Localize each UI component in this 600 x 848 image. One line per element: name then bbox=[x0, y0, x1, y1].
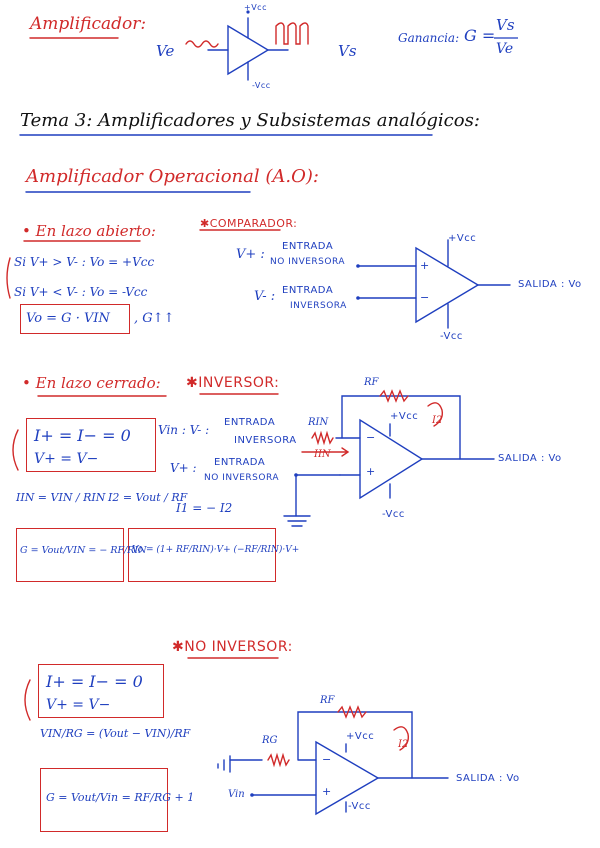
noninv-rf: RF bbox=[320, 695, 335, 706]
inv-eq-1: I+ = I− = 0 bbox=[34, 426, 131, 445]
comp-plus: + bbox=[420, 259, 430, 272]
i2-eq: I2 = Vout / RF bbox=[108, 491, 188, 504]
comp-minus: − bbox=[420, 291, 430, 304]
noninv-salida: SALIDA : Vo bbox=[456, 773, 520, 784]
ao-title: Amplificador Operacional (A.O): bbox=[26, 166, 319, 187]
noninverter-opamp bbox=[315, 740, 380, 816]
i1-eq: I1 = − I2 bbox=[176, 501, 233, 515]
header-vcc-neg: -Vcc bbox=[252, 81, 271, 90]
inv-iin: IIN bbox=[314, 449, 331, 460]
comp-vcc-pos: +Vcc bbox=[448, 233, 477, 244]
inv-g-formula: G = Vout/VIN = − RF/RIN bbox=[20, 545, 147, 556]
comparator-opamp bbox=[415, 246, 480, 324]
inv-minus: − bbox=[366, 431, 376, 444]
inv-eq-2: V+ = V− bbox=[34, 451, 99, 467]
inverter-gain-box bbox=[16, 528, 124, 582]
header-ve: Ve bbox=[156, 42, 175, 60]
comp-vminus-desc1: ENTRADA bbox=[282, 285, 334, 296]
inv-i2: I2 bbox=[432, 415, 443, 426]
noninv-gain-box bbox=[40, 768, 168, 832]
inv-rf: RF bbox=[364, 377, 379, 388]
lazo-cerrado-title: • En lazo cerrado: bbox=[22, 374, 161, 392]
inverter-eq-box bbox=[26, 418, 156, 472]
inv-rin: RIN bbox=[308, 417, 329, 428]
gain-num: Vs bbox=[496, 16, 515, 34]
noninv-i2: I2 bbox=[398, 739, 409, 750]
inverter-opamp bbox=[359, 418, 424, 500]
noninv-eq-box bbox=[38, 664, 164, 718]
comp-vcc-neg: -Vcc bbox=[440, 331, 463, 342]
open-loop-formula: Vo = G · VIN bbox=[26, 311, 110, 326]
inversor-title: ✱INVERSOR: bbox=[186, 375, 280, 391]
noninv-plus: + bbox=[322, 785, 332, 798]
gain-label: Ganancia: bbox=[398, 31, 460, 45]
noninv-vcc-pos: +Vcc bbox=[346, 731, 375, 742]
rf-resistor-inverter bbox=[379, 389, 409, 403]
gain-g: G = bbox=[464, 26, 496, 45]
noninv-ratio: VIN/RG = (Vout − VIN)/RF bbox=[40, 727, 191, 740]
comp-salida: SALIDA : Vo bbox=[518, 279, 582, 290]
inverter-vo-box bbox=[128, 528, 276, 582]
comp-vminus: V- : bbox=[254, 289, 276, 304]
rin-resistor bbox=[311, 430, 334, 446]
inv-vin-label: Vin : V- : bbox=[158, 423, 210, 437]
noninv-vcc-neg: -Vcc bbox=[348, 801, 371, 812]
inv-vin-desc1: ENTRADA bbox=[224, 417, 276, 428]
inv-vcc-neg: -Vcc bbox=[382, 509, 405, 520]
noninv-minus: − bbox=[322, 753, 332, 766]
inv-vplus-desc2: NO INVERSORA bbox=[204, 473, 280, 483]
lazo-abierto-title: • En lazo abierto: bbox=[22, 222, 156, 240]
noninv-eq-1: I+ = I− = 0 bbox=[46, 672, 143, 691]
header-vcc-pos: +Vcc bbox=[244, 3, 267, 12]
comp-vplus-desc1: ENTRADA bbox=[282, 241, 334, 252]
inv-vo-formula: Vo = (1+ RF/RIN)·V+ (−RF/RIN)·V+ bbox=[132, 545, 300, 555]
noninv-vin: Vin bbox=[228, 789, 245, 800]
iin-eq: IIN = VIN / RIN bbox=[16, 491, 106, 504]
rg-resistor bbox=[267, 752, 290, 768]
gain-den: Ve bbox=[496, 41, 514, 57]
no-inversor-title: ✱NO INVERSOR: bbox=[172, 639, 293, 655]
comp-vminus-desc2: INVERSORA bbox=[290, 301, 347, 311]
amplificador-title: Amplificador: bbox=[30, 14, 147, 34]
inv-vplus-desc1: ENTRADA bbox=[214, 457, 266, 468]
comp-vplus-desc2: NO INVERSORA bbox=[270, 257, 346, 267]
rf-resistor-noninv bbox=[337, 705, 367, 719]
inv-vplus-label: V+ : bbox=[170, 461, 197, 475]
inv-vcc-pos: +Vcc bbox=[390, 411, 419, 422]
inv-vin-desc2: INVERSORA bbox=[234, 435, 297, 446]
inv-plus: + bbox=[366, 465, 376, 478]
noninv-rg: RG bbox=[262, 735, 278, 746]
tema-title: Tema 3: Amplificadores y Subsistemas ana… bbox=[20, 110, 480, 131]
header-vs: Vs bbox=[338, 42, 357, 60]
comp-vplus: V+ : bbox=[236, 247, 265, 262]
cond-1: Si V+ > V- : Vo = +Vcc bbox=[14, 255, 155, 269]
comparador-title: ✱COMPARADOR: bbox=[200, 217, 298, 230]
open-loop-formula-box bbox=[20, 304, 130, 334]
g-note: , G↑↑ bbox=[134, 311, 175, 326]
cond-2: Si V+ < V- : Vo = -Vcc bbox=[14, 285, 148, 299]
noninv-g-formula: G = Vout/Vin = RF/RG + 1 bbox=[46, 791, 195, 804]
noninv-eq-2: V+ = V− bbox=[46, 697, 111, 713]
inv-salida: SALIDA : Vo bbox=[498, 453, 562, 464]
